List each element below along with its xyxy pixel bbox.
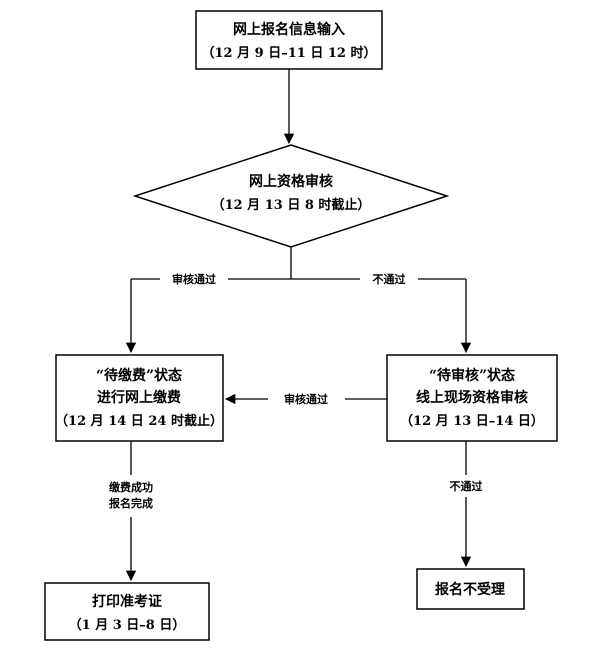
label-fail-bottom: 不通过: [450, 479, 483, 493]
label-pass-left: 审核通过: [172, 272, 216, 286]
rejected-node: 报名不受理: [416, 568, 525, 610]
print-ticket-dates: （1 月 3 日–8 日）: [69, 617, 186, 633]
online-review-title: 网上资格审核: [249, 173, 333, 190]
online-review-deadline: （12 月 13 日 8 时截止）: [212, 197, 371, 213]
label-fail-right: 不通过: [373, 272, 406, 286]
pending-payment-node: “待缴费”状态 进行网上缴费 （12 月 14 日 24 时截止）: [55, 354, 224, 442]
pending-payment-action: 进行网上缴费: [97, 389, 181, 406]
online-entry-dates: （12 月 9 日–11 日 12 时）: [202, 45, 377, 61]
pending-payment-status: “待缴费”状态: [96, 367, 182, 384]
label-pass-mid: 审核通过: [284, 392, 328, 406]
online-review-node: 网上资格审核 （12 月 13 日 8 时截止）: [132, 144, 450, 248]
online-entry-title: 网上报名信息输入: [233, 21, 345, 38]
pending-review-action: 线上现场资格审核: [416, 389, 528, 406]
pending-payment-deadline: （12 月 14 日 24 时截止）: [55, 413, 223, 429]
print-ticket-node: 打印准考证 （1 月 3 日–8 日）: [44, 582, 210, 641]
label-paid-line2: 报名完成: [109, 496, 153, 510]
online-entry-node: 网上报名信息输入 （12 月 9 日–11 日 12 时）: [195, 10, 383, 70]
label-paid-line1: 缴费成功: [109, 480, 153, 494]
pending-review-status: “待审核”状态: [429, 367, 515, 384]
pending-review-dates: （12 月 13 日–14 日）: [400, 413, 544, 429]
pending-review-node: “待审核”状态 线上现场资格审核 （12 月 13 日–14 日）: [386, 354, 558, 442]
rejected-title: 报名不受理: [435, 581, 505, 598]
print-ticket-title: 打印准考证: [92, 593, 162, 610]
